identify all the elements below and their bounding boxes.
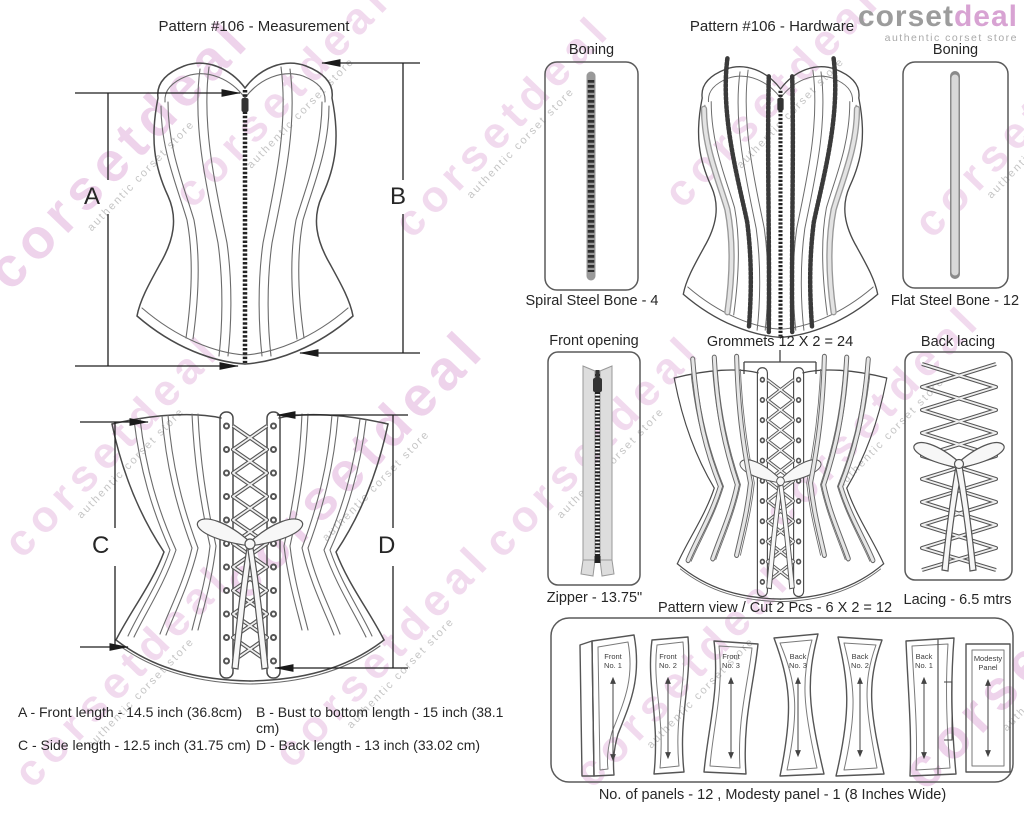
spiral-steel-bone-caption: Spiral Steel Bone - 4 xyxy=(525,293,659,309)
flat-bone-box xyxy=(902,61,1009,289)
svg-text:No. 1: No. 1 xyxy=(915,661,933,670)
hardware-title: Pattern #106 - Hardware xyxy=(689,18,855,35)
pattern-piece: Back No. 2 xyxy=(835,636,885,777)
boning-spiral-label: Boning xyxy=(568,42,615,58)
note-front-length: A - Front length - 14.5 inch (36.8cm) xyxy=(18,704,243,720)
svg-text:No. 2: No. 2 xyxy=(659,661,677,670)
dim-label-b: B xyxy=(390,183,407,210)
brand-logo-gray: corset xyxy=(857,0,954,33)
pattern-view-title: Pattern view / Cut 2 Pcs - 6 X 2 = 12 xyxy=(657,600,893,616)
svg-text:Front: Front xyxy=(659,652,677,661)
pattern-piece: Front No. 1 xyxy=(579,634,638,777)
note-bust-to-bottom-length: B - Bust to bottom length - 15 inch (38.… xyxy=(256,704,504,737)
svg-text:No. 1: No. 1 xyxy=(604,661,622,670)
flat-steel-bone-caption: Flat Steel Bone - 12 xyxy=(890,293,1020,309)
svg-text:Back: Back xyxy=(916,652,933,661)
hardware-front-corset-drawing xyxy=(683,56,877,337)
lacing-caption: Lacing - 6.5 mtrs xyxy=(903,592,1012,608)
back-lacing-label: Back lacing xyxy=(920,334,996,350)
measurement-title: Pattern #106 - Measurement xyxy=(158,18,350,35)
pattern-piece: Front No. 2 xyxy=(649,636,690,775)
svg-text:Front: Front xyxy=(604,652,622,661)
pattern-piece: Back No. 1 xyxy=(905,637,957,777)
zipper-box xyxy=(547,351,641,586)
pattern-view: Front No. 1 Front No. 2 Front No. 3 Back… xyxy=(550,617,1014,783)
svg-text:Modesty: Modesty xyxy=(974,654,1003,663)
pattern-piece: Modesty Panel xyxy=(965,643,1011,773)
svg-text:Front: Front xyxy=(722,652,740,661)
brand-tagline: authentic corset store xyxy=(884,32,1018,44)
svg-text:Panel: Panel xyxy=(978,663,998,672)
grommets-corset-drawing xyxy=(674,350,887,602)
brand-logo-pink: deal xyxy=(953,0,1018,33)
zipper-caption: Zipper - 13.75" xyxy=(546,590,643,606)
svg-text:Back: Back xyxy=(852,652,869,661)
note-back-length: D - Back length - 13 inch (33.02 cm) xyxy=(256,737,481,753)
pattern-view-footer: No. of panels - 12 , Modesty panel - 1 (… xyxy=(598,787,947,803)
svg-text:No. 3: No. 3 xyxy=(722,661,740,670)
back-lacing-box xyxy=(904,351,1013,581)
measurement-back-corset-drawing xyxy=(80,412,408,684)
dim-label-c: C xyxy=(92,532,110,559)
svg-text:No. 3: No. 3 xyxy=(789,661,807,670)
note-side-length: C - Side length - 12.5 inch (31.75 cm) xyxy=(18,737,251,753)
svg-text:Back: Back xyxy=(790,652,807,661)
spiral-bone-box xyxy=(544,61,639,291)
grommets-label: Grommets 12 X 2 = 24 xyxy=(706,334,854,350)
brand-logo: corsetdeal authentic corset store xyxy=(857,0,1018,45)
pattern-piece: Back No. 3 xyxy=(773,633,825,777)
measurement-front-corset-drawing xyxy=(75,59,420,370)
pattern-piece: Front No. 3 xyxy=(703,640,759,775)
front-opening-label: Front opening xyxy=(549,333,639,349)
dim-label-a: A xyxy=(84,183,101,210)
boning-flat-label: Boning xyxy=(932,42,979,58)
dim-label-d: D xyxy=(378,532,396,559)
svg-text:No. 2: No. 2 xyxy=(851,661,869,670)
